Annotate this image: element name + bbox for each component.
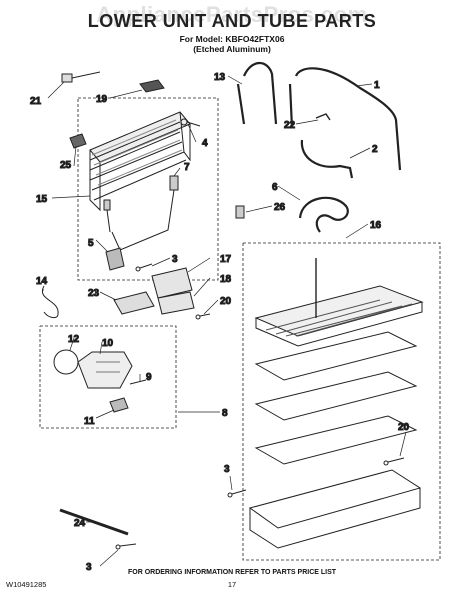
part-1-tube <box>294 67 402 171</box>
callout-23: 23 <box>88 288 100 299</box>
callout-3-left: 3 <box>224 464 230 475</box>
part-20-screw-left <box>195 313 211 320</box>
part-21-connector <box>61 71 101 83</box>
callout-22: 22 <box>284 120 296 131</box>
order-note: FOR ORDERING INFORMATION REFER TO PARTS … <box>127 569 337 576</box>
part-20-screw-right <box>383 457 405 466</box>
document-number: W10491285 <box>6 580 47 589</box>
callout-3-bottom: 3 <box>86 562 92 573</box>
page-title: LOWER UNIT AND TUBE PARTS <box>87 11 377 31</box>
part-15-condenser-coil <box>89 111 191 212</box>
callout-24: 24 <box>74 518 86 529</box>
group-box-evaporator <box>242 242 441 561</box>
callout-12: 12 <box>68 334 80 345</box>
part-14-wire <box>41 285 59 319</box>
callout-21: 21 <box>30 96 42 107</box>
callout-2: 2 <box>372 144 378 155</box>
part-11-bracket <box>109 397 129 413</box>
model-line: For Model: KBFO42FTX06 <box>179 34 285 44</box>
callout-labels: 21 19 25 15 4 7 5 3 13 1 22 2 6 26 16 17… <box>30 72 411 574</box>
callout-14: 14 <box>36 276 48 287</box>
callout-9: 9 <box>146 372 152 383</box>
part-3-screw-left <box>227 489 247 498</box>
callout-20-lower: 20 <box>398 422 410 433</box>
callout-3-upper: 3 <box>172 254 178 265</box>
callout-18: 18 <box>220 274 232 285</box>
group-box-fan-assembly <box>39 325 177 429</box>
part-13-tube <box>242 61 278 125</box>
callout-8: 8 <box>222 408 228 419</box>
callout-5: 5 <box>88 238 94 249</box>
part-19-plate <box>139 79 165 93</box>
callout-19: 19 <box>96 94 108 105</box>
part-10-fan-motor <box>53 349 133 389</box>
part-4-screw <box>180 118 201 127</box>
callout-16: 16 <box>370 220 382 231</box>
callout-15: 15 <box>36 194 48 205</box>
group-box-upper-assembly <box>77 97 219 281</box>
part-6-tube <box>298 196 349 233</box>
callout-13: 13 <box>214 72 226 83</box>
callout-11: 11 <box>84 416 95 427</box>
part-22-clip <box>315 113 331 121</box>
part-17-bracket <box>151 267 193 299</box>
part-3-screw-bottom <box>115 543 137 550</box>
part-16-evaporator <box>248 258 424 549</box>
leader-lines <box>42 75 407 567</box>
part-3-screw-upper <box>135 263 153 272</box>
part-18-cover <box>157 291 195 315</box>
part-5-bracket <box>105 247 125 271</box>
watermark: AppliancePartsPros.com <box>96 2 368 27</box>
callout-6: 6 <box>272 182 278 193</box>
part-25-plate <box>69 133 87 149</box>
callout-10: 10 <box>102 338 114 349</box>
callout-1: 1 <box>374 80 380 91</box>
callout-4: 4 <box>202 138 208 149</box>
part-26-grommet <box>235 205 245 219</box>
callout-20-upper: 20 <box>220 296 232 307</box>
finish-line: (Etched Aluminum) <box>193 44 271 54</box>
callout-25: 25 <box>60 160 72 171</box>
part-2-tube <box>300 139 354 179</box>
callout-26: 26 <box>274 202 286 213</box>
part-23-plate <box>113 291 155 315</box>
callout-7: 7 <box>184 162 190 173</box>
part-9-screw <box>129 379 147 385</box>
part-7-harness <box>103 175 179 251</box>
callout-17: 17 <box>220 254 232 265</box>
page-number: 17 <box>227 580 237 589</box>
